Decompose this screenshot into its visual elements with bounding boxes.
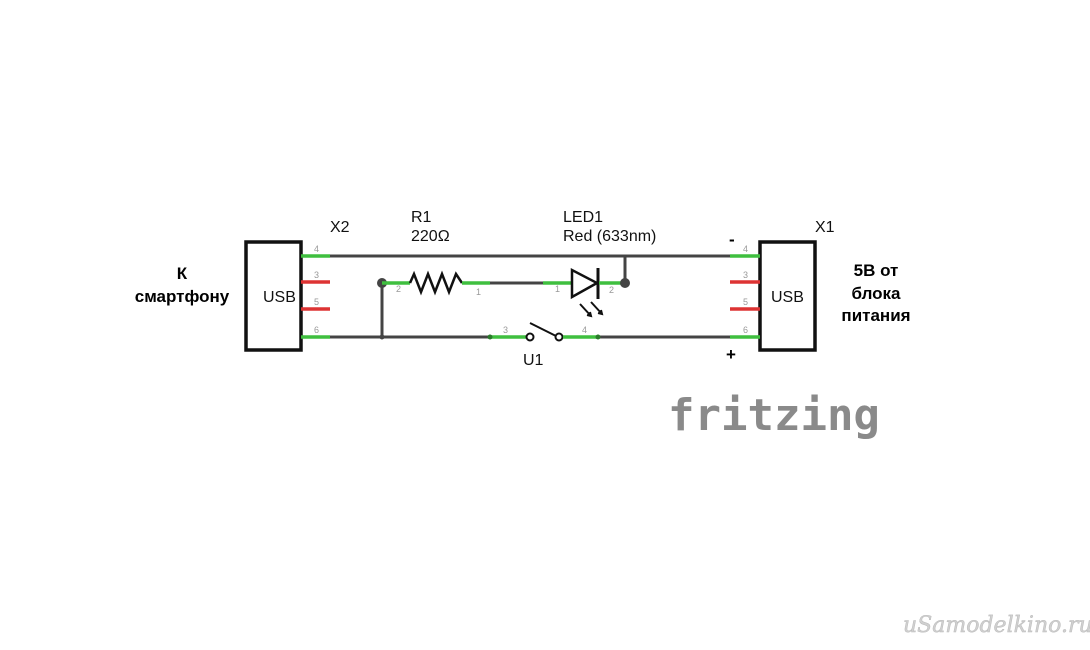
pin-label: 2	[609, 285, 614, 295]
pin-label: 4	[314, 244, 319, 254]
connector-x1: 4 3 5 6 USB X1 5В от блока питания - +	[726, 219, 911, 364]
pin-label: 1	[555, 284, 560, 294]
watermark: uSamodelkino.ru	[903, 613, 1090, 638]
pin-label: 5	[314, 297, 319, 307]
pin-label: 1	[476, 287, 481, 297]
connector-x2: 4 3 5 6 USB X2 К смартфону	[135, 219, 350, 352]
led1-value: Red (633nm)	[563, 228, 656, 245]
led-led1: 1 2 LED1 Red (633nm)	[543, 209, 656, 318]
x1-ref: X1	[815, 219, 835, 236]
r1-value: 220Ω	[411, 228, 450, 245]
pin-label: 3	[314, 270, 319, 280]
pin-label: 6	[743, 325, 748, 335]
x1-caption: питания	[841, 306, 910, 325]
minus-sign: -	[729, 230, 735, 249]
pin-label: 2	[396, 284, 401, 294]
usb-body-label: USB	[263, 289, 296, 306]
pin-label: 6	[314, 325, 319, 335]
fritzing-logo: fritzing	[668, 390, 880, 441]
plus-sign: +	[726, 345, 736, 364]
x2-ref: X2	[330, 219, 350, 236]
r1-ref: R1	[411, 209, 432, 226]
resistor-r1: 2 1 R1 220Ω	[377, 209, 490, 297]
x2-caption: К	[177, 264, 188, 283]
usb-body-label: USB	[771, 289, 804, 306]
switch-u1: 3 4 U1	[379, 322, 601, 369]
pin-label: 4	[582, 325, 587, 335]
pin-label: 5	[743, 297, 748, 307]
pin-label: 4	[743, 244, 748, 254]
pin-label: 3	[743, 270, 748, 280]
u1-ref: U1	[523, 352, 544, 369]
x1-caption: 5В от	[854, 261, 899, 280]
pin-label: 3	[503, 325, 508, 335]
x2-caption: смартфону	[135, 287, 230, 306]
x1-caption: блока	[852, 284, 902, 303]
led1-ref: LED1	[563, 209, 603, 226]
